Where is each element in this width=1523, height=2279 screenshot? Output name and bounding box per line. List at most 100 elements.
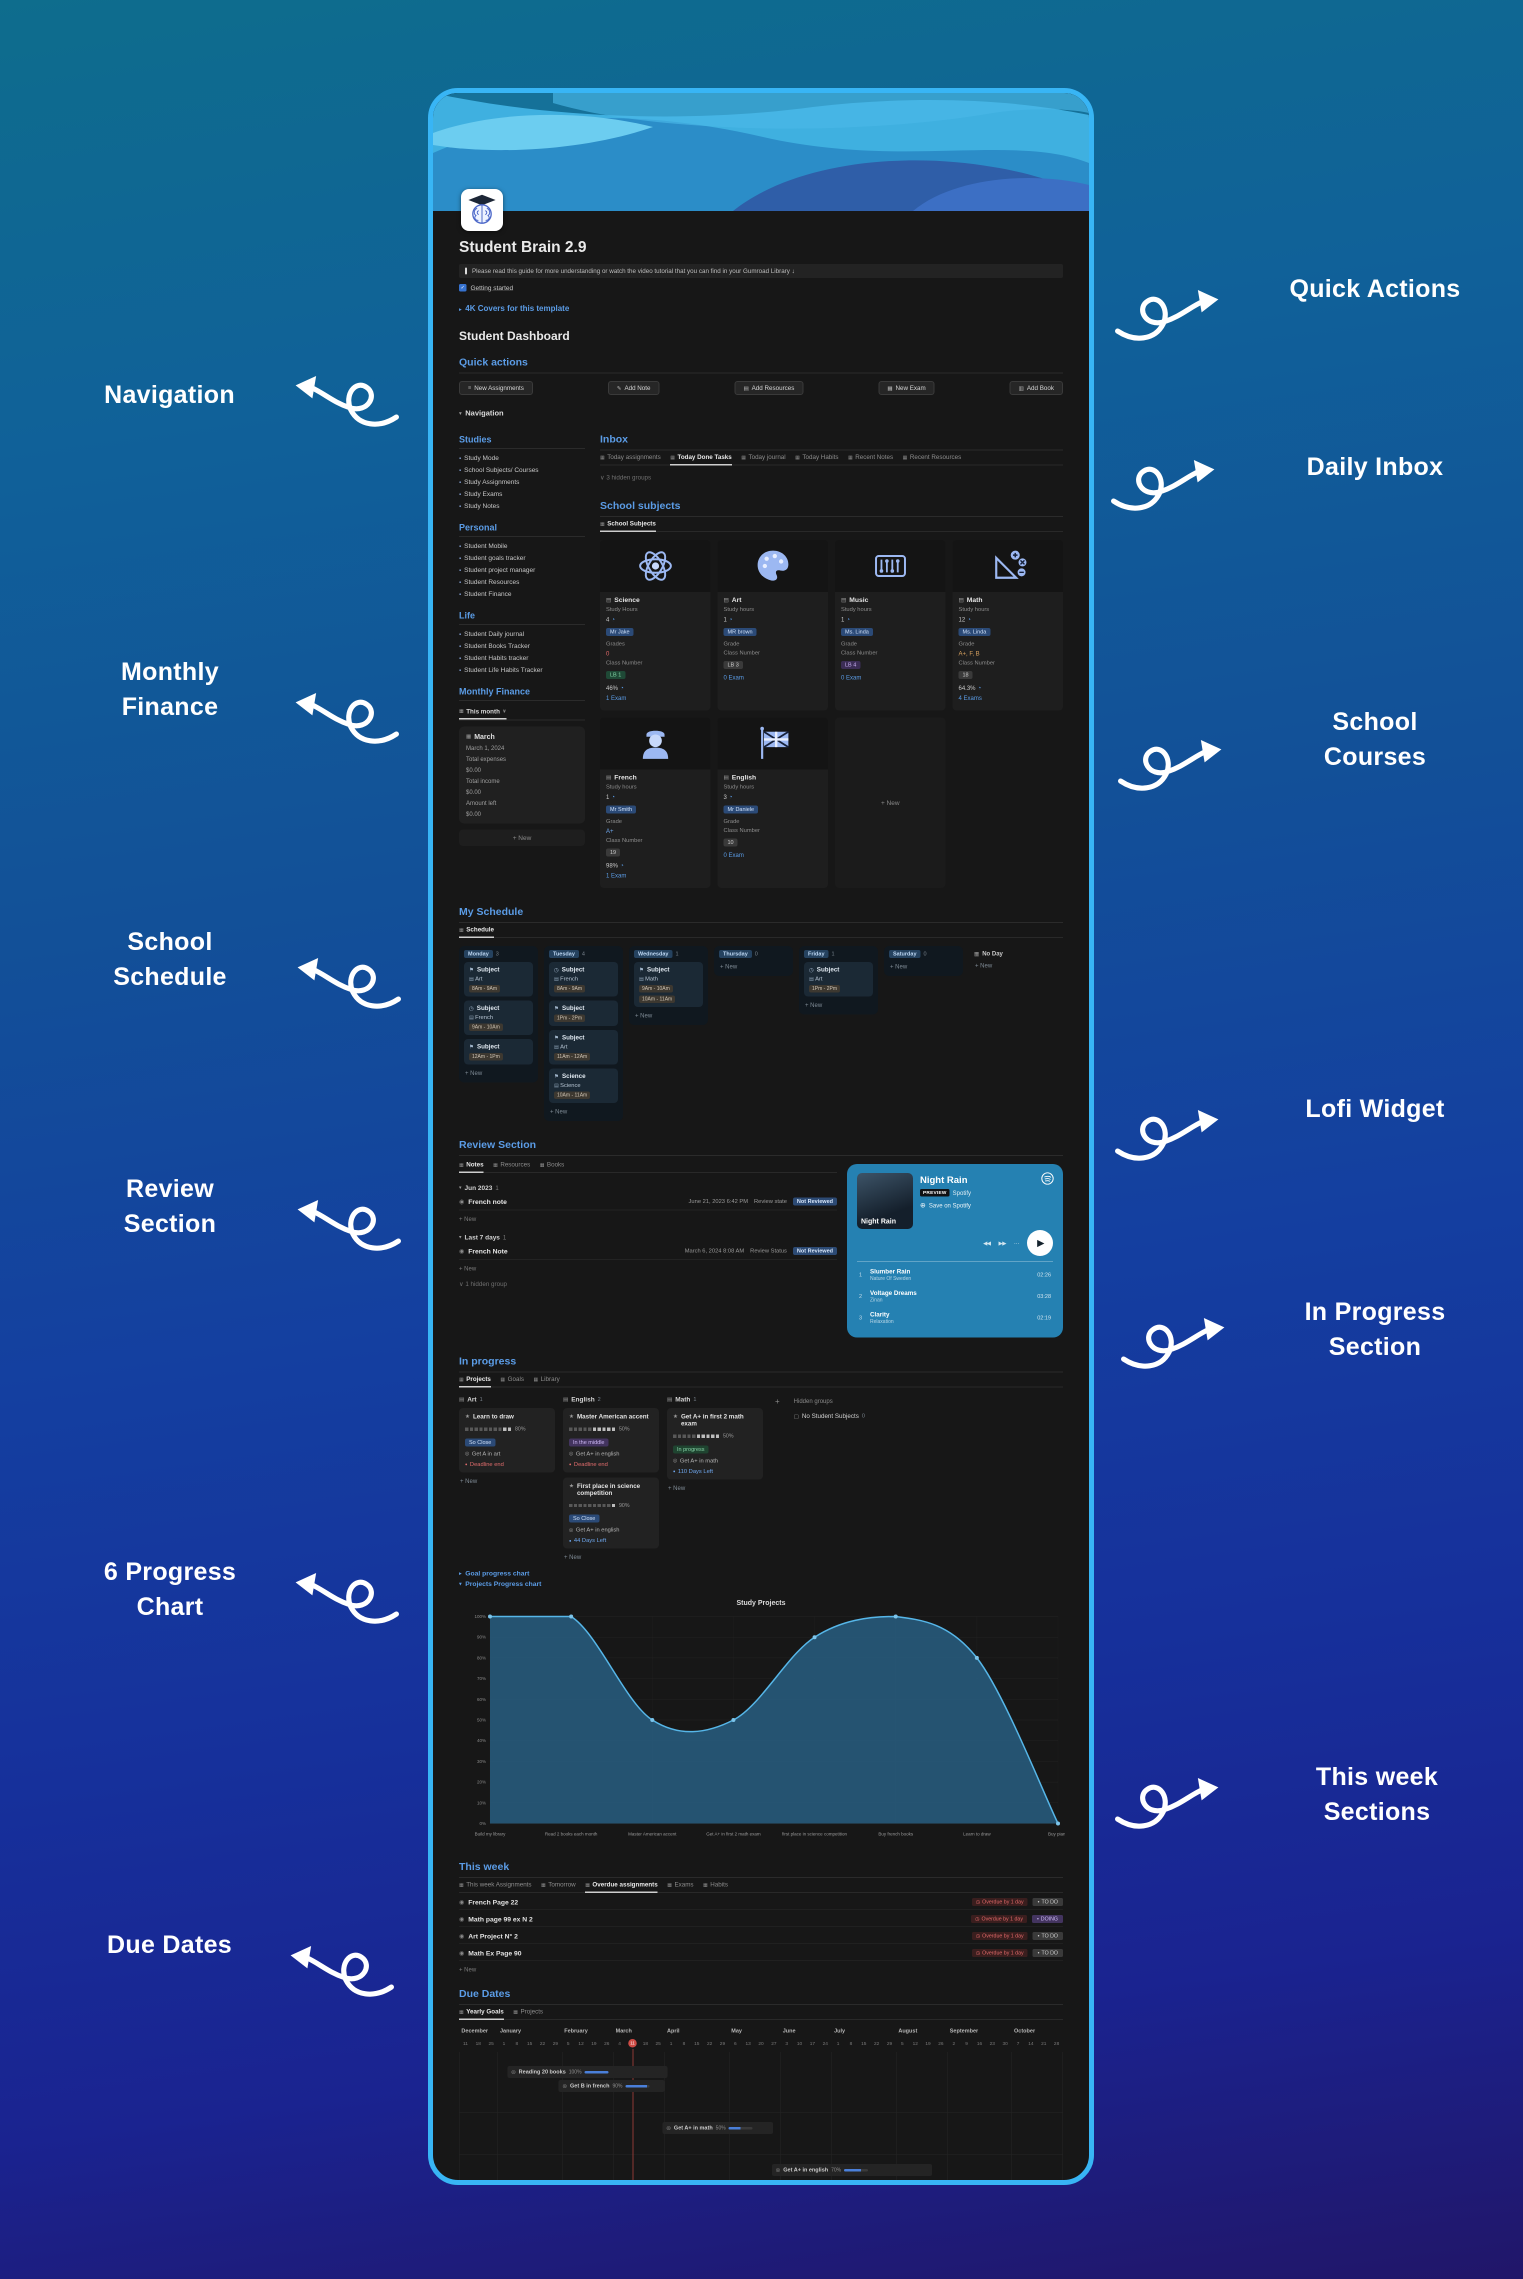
page-icon-brain[interactable] <box>461 189 503 231</box>
play-button[interactable]: ▶ <box>1027 1230 1053 1256</box>
in-progress-tab[interactable]: Projects <box>459 1376 491 1388</box>
subject-card[interactable]: ▤ Music Study hours1Ms. LindaGradeClass … <box>835 540 946 711</box>
subjects-view-tab[interactable]: School Subjects <box>600 520 656 532</box>
new-card-button[interactable]: + New <box>564 1553 582 1561</box>
subject-card[interactable]: ▤ Science Study Hours4Mr JakeGrades0Clas… <box>600 540 711 711</box>
gantt-bar[interactable]: ◎ Reading 20 books 100% <box>507 2066 668 2078</box>
this-week-tab[interactable]: Tomorrow <box>541 1881 575 1893</box>
schedule-card[interactable]: ⚑ Subject 12Am - 1Pm <box>464 1039 533 1065</box>
status-badge[interactable]: •TO DO <box>1032 1949 1063 1957</box>
review-group-header[interactable]: ▾ Jun 2023 1 <box>459 1184 499 1192</box>
nav-item[interactable]: Student Mobile <box>459 542 585 550</box>
this-week-tab[interactable]: Exams <box>667 1881 693 1893</box>
new-card-button[interactable]: + New <box>465 1069 483 1077</box>
new-card-button[interactable]: + New <box>460 1477 478 1485</box>
review-tab[interactable]: Books <box>540 1161 564 1173</box>
new-card-button[interactable]: + New <box>720 963 738 970</box>
track-row[interactable]: 3 Clarity Relaxation 02:19 <box>859 1311 1051 1325</box>
nav-item[interactable]: Study Assignments <box>459 478 585 486</box>
finance-new-button[interactable]: + New <box>459 829 585 846</box>
new-row-button[interactable]: + New <box>459 1215 477 1223</box>
schedule-card[interactable]: ⚑ Subject Art 8Am - 9Am <box>464 962 533 997</box>
nav-item[interactable]: Student Life Habits Tracker <box>459 666 585 674</box>
this-week-tab[interactable]: This week Assignments <box>459 1881 531 1893</box>
hidden-group-row[interactable]: ▢ No Student Subjects 0 <box>793 1412 865 1420</box>
day-badge[interactable]: Tuesday <box>549 950 579 958</box>
nav-item[interactable]: Student Resources <box>459 578 585 586</box>
nav-item[interactable]: Student project manager <box>459 566 585 574</box>
hidden-groups-toggle[interactable]: 1 hidden group <box>459 1280 837 1288</box>
status-badge[interactable]: •DOING <box>1031 1915 1063 1923</box>
inbox-tab[interactable]: Today Habits <box>795 454 838 466</box>
track-row[interactable]: 1 Slumber Rain Nature Of Sweden 02:26 <box>859 1268 1051 1282</box>
getting-started-link[interactable]: ✓ Getting started <box>459 284 514 292</box>
nav-item[interactable]: Study Notes <box>459 502 585 510</box>
schedule-card[interactable]: ◷ Subject French 8Am - 9Am <box>549 962 618 997</box>
previous-track-icon[interactable]: ◀◀ <box>983 1240 991 1247</box>
review-row[interactable]: ◉ French Note March 6, 2024 8:08 AM Revi… <box>459 1247 837 1260</box>
nav-item[interactable]: Student Finance <box>459 590 585 598</box>
nav-item[interactable]: School Subjects/ Courses <box>459 466 585 474</box>
schedule-view-tab[interactable]: Schedule <box>459 926 495 938</box>
day-badge[interactable]: Wednesday <box>634 950 673 958</box>
new-card-button[interactable]: + New <box>635 1012 653 1019</box>
project-card[interactable]: ★ Learn to draw 80% So Close ◎ Get A in … <box>459 1408 555 1473</box>
day-badge[interactable]: Monday <box>464 950 493 958</box>
project-card[interactable]: ★ Get A+ in first 2 math exam 50% In pro… <box>667 1408 763 1480</box>
goal-progress-toggle[interactable]: ▸ Goal progress chart <box>459 1569 530 1578</box>
task-row[interactable]: ◉ Math page 99 ex N 2 ◷ Overdue by 1 day… <box>459 1915 1063 1927</box>
this-month-tab[interactable]: ▦ This month ∨ <box>459 708 507 720</box>
project-card[interactable]: ★ Master American accent 50% In the midd… <box>563 1408 659 1473</box>
schedule-card[interactable]: ⚑ Subject 1Pm - 2Pm <box>549 1000 618 1026</box>
status-badge[interactable]: •TO DO <box>1032 1932 1063 1940</box>
inbox-tab[interactable]: Today assignments <box>600 454 661 466</box>
task-row[interactable]: ◉ Math Ex Page 90 ◷ Overdue by 1 day •TO… <box>459 1949 1063 1961</box>
due-dates-tab[interactable]: Projects <box>513 2008 543 2020</box>
nav-item[interactable]: Study Mode <box>459 454 585 462</box>
inbox-tab[interactable]: Today Done Tasks <box>670 454 732 466</box>
task-row[interactable]: ◉ Art Project N° 2 ◷ Overdue by 1 day •T… <box>459 1932 1063 1944</box>
track-row[interactable]: 2 Voltage Dreams Zinan 03:28 <box>859 1289 1051 1304</box>
more-options-icon[interactable]: ⋯ <box>1014 1240 1020 1247</box>
inbox-tab[interactable]: Recent Notes <box>848 454 893 466</box>
new-card-button[interactable]: + New <box>805 1001 823 1009</box>
gantt-bar[interactable]: ◎ Get A+ in math 50% <box>662 2122 774 2134</box>
quick-action-button[interactable]: ▥ Add Book <box>1009 381 1063 395</box>
schedule-card[interactable]: ◷ Subject French 9Am - 10Am <box>464 1000 533 1035</box>
new-row-button[interactable]: + New <box>459 1966 477 1973</box>
this-week-tab[interactable]: Overdue assignments <box>585 1881 658 1893</box>
review-tab[interactable]: Notes <box>459 1161 484 1173</box>
quick-action-button[interactable]: ▤ Add Resources <box>734 381 804 395</box>
nav-item[interactable]: Study Exams <box>459 490 585 498</box>
lofi-spotify-widget[interactable]: Night Rain Night Rain PREVIEW Spotify ⊕ … <box>847 1164 1063 1338</box>
new-card-button[interactable]: + New <box>550 1108 568 1115</box>
hidden-groups-toggle[interactable]: 3 hidden groups <box>600 474 1063 481</box>
nav-item[interactable]: Student goals tracker <box>459 554 585 562</box>
in-progress-tab[interactable]: Goals <box>500 1376 524 1388</box>
review-row[interactable]: ◉ French note June 21, 2023 6:42 PM Revi… <box>459 1197 837 1211</box>
nav-item[interactable]: Student Daily journal <box>459 630 585 638</box>
subject-card[interactable]: ▤ English Study hours3Mr DanieleGradeCla… <box>717 717 828 888</box>
inbox-tab[interactable]: Recent Resources <box>903 454 961 466</box>
quick-action-button[interactable]: ✎ Add Note <box>607 381 660 395</box>
quick-action-button[interactable]: ▦ New Exam <box>878 381 935 395</box>
quick-action-button[interactable]: ≡ New Assignments <box>459 381 533 395</box>
new-row-button[interactable]: + New <box>459 1265 477 1272</box>
gantt-bar[interactable]: ◎ Get A+ in english 70% <box>771 2164 932 2176</box>
in-progress-tab[interactable]: Library <box>533 1376 560 1388</box>
nav-item[interactable]: Student Habits tracker <box>459 654 585 662</box>
next-track-icon[interactable]: ▶▶ <box>998 1240 1007 1247</box>
navigation-toggle[interactable]: ▾ Navigation <box>459 409 504 418</box>
save-on-spotify-button[interactable]: ⊕ Save on Spotify <box>920 1201 971 1209</box>
new-card-button[interactable]: + New <box>890 963 908 970</box>
new-subject-card[interactable]: + New <box>835 717 946 888</box>
review-group-header[interactable]: ▾ Last 7 days 1 <box>459 1233 507 1242</box>
add-column-button[interactable]: + <box>775 1397 780 1407</box>
project-card[interactable]: ★ First place in science competition 90%… <box>563 1477 659 1549</box>
new-card-button[interactable]: + New <box>975 962 993 969</box>
review-tab[interactable]: Resources <box>493 1161 530 1173</box>
